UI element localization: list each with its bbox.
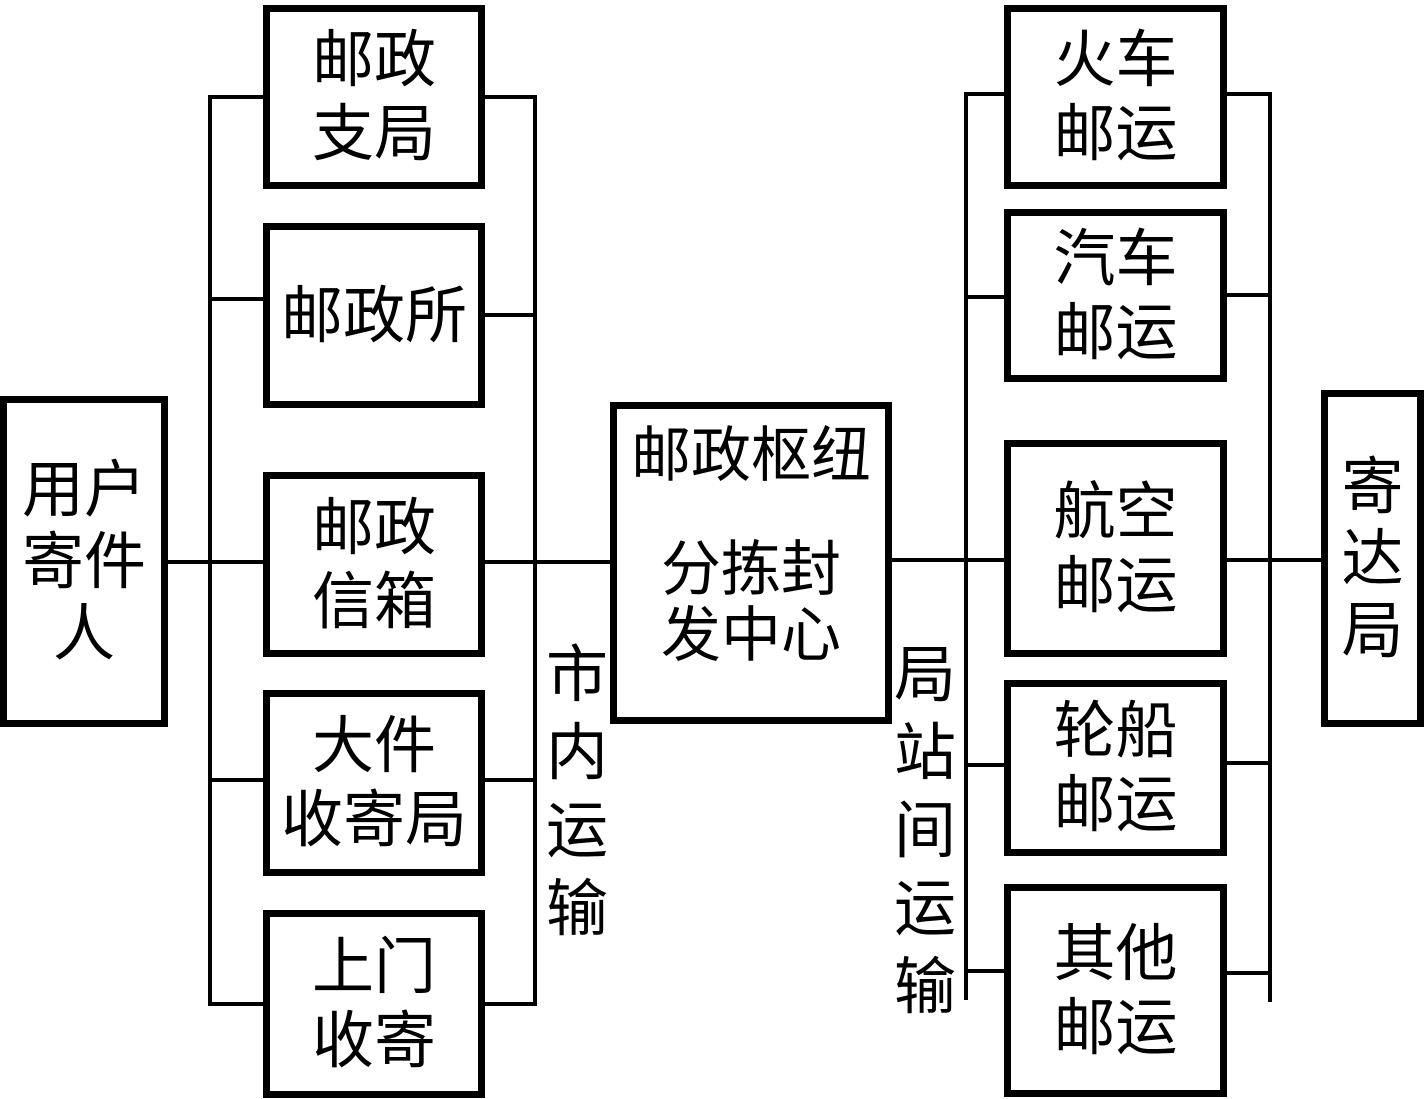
box-label-line: 邮政 (311, 490, 436, 564)
transport-mode-air: 航空 邮运 (1004, 440, 1227, 657)
transport-mode-train: 火车 邮运 (1004, 5, 1227, 189)
bus-right-outputs (1268, 92, 1272, 1002)
connector-left-out-5 (483, 1002, 537, 1006)
connector-right-out-1 (1225, 92, 1272, 96)
transport-mode-truck: 汽车 邮运 (1004, 209, 1227, 382)
hub-subtitle-line: 发中心 (661, 601, 841, 671)
sender-box: 用户 寄件 人 (0, 396, 168, 727)
sender-label-line: 寄件 (21, 524, 146, 598)
connector-air-to-destination (1225, 558, 1325, 562)
connector-right-in-2 (964, 295, 1008, 299)
collection-point-door-pickup: 上门 收寄 (263, 910, 485, 1098)
connector-left-out-4 (483, 778, 537, 782)
destination-label-line: 局 (1341, 593, 1404, 667)
connector-hub-to-air (890, 558, 1008, 562)
intercity-transport-char: 间 (893, 794, 956, 867)
destination-label-line: 达 (1341, 521, 1404, 595)
collection-point-branch-office: 邮政 支局 (263, 5, 485, 189)
box-label-line: 邮运 (1053, 97, 1178, 170)
box-label-line: 邮政所 (280, 278, 467, 352)
box-label-line: 其他 (1053, 916, 1178, 990)
box-label-line: 收寄 (311, 1004, 436, 1077)
box-label-line: 大件 (311, 709, 436, 782)
box-label-line: 支局 (311, 97, 436, 170)
connector-right-in-1 (964, 92, 1008, 96)
connector-right-in-4 (964, 763, 1008, 767)
box-label-line: 收寄局 (280, 783, 467, 856)
intercity-transport-char: 站 (893, 716, 956, 789)
connector-mailbox-to-hub (483, 560, 613, 564)
intercity-transport-char: 局 (893, 638, 956, 711)
intercity-transport-char: 输 (893, 950, 956, 1023)
box-label-line: 轮船 (1053, 694, 1178, 767)
box-label-line: 邮政 (311, 23, 436, 96)
connector-right-out-2 (1225, 293, 1272, 297)
box-label-line: 上门 (311, 930, 436, 1003)
connector-left-out-2 (483, 313, 537, 317)
connector-right-in-5 (964, 969, 1008, 973)
city-transport-char: 市 (545, 638, 608, 711)
hub-title: 邮政枢纽 (631, 421, 871, 491)
intercity-transport-char: 运 (893, 872, 956, 945)
connector-right-out-4 (1225, 761, 1272, 765)
hub-subtitle-line: 分拣封 (661, 535, 841, 605)
bus-left-outputs (533, 95, 537, 1005)
connector-left-branch-1 (208, 95, 266, 99)
connector-right-out-5 (1225, 971, 1272, 975)
city-transport-label: 市 内 运 输 (544, 636, 610, 948)
destination-label-line: 寄 (1341, 449, 1404, 523)
connector-left-out-1 (483, 95, 537, 99)
box-label-line: 邮运 (1053, 548, 1178, 622)
connector-left-branch-4 (208, 778, 266, 782)
box-label-line: 邮运 (1053, 295, 1178, 369)
sender-label-line: 用户 (21, 452, 146, 526)
connector-left-branch-5 (208, 1002, 266, 1006)
bus-right-inputs (964, 92, 968, 1000)
box-label-line: 汽车 (1053, 221, 1178, 295)
connector-left-branch-2 (208, 297, 266, 301)
collection-point-parcel-office: 大件 收寄局 (263, 690, 485, 876)
box-label-line: 信箱 (311, 564, 436, 638)
box-label-line: 邮运 (1053, 768, 1178, 841)
transport-mode-other: 其他 邮运 (1004, 884, 1227, 1097)
box-label-line: 航空 (1053, 474, 1178, 548)
intercity-transport-label: 局 站 间 运 输 (892, 636, 958, 1026)
collection-point-mailbox: 邮政 信箱 (263, 472, 485, 657)
city-transport-char: 输 (545, 872, 608, 945)
bus-left-inputs (208, 95, 212, 1005)
collection-point-post-office: 邮政所 (263, 223, 485, 408)
destination-box: 寄 达 局 (1321, 390, 1424, 727)
box-label-line: 火车 (1053, 23, 1178, 96)
city-transport-char: 内 (545, 716, 608, 789)
box-label-line: 邮运 (1053, 990, 1178, 1064)
transport-mode-ship: 轮船 邮运 (1004, 680, 1227, 856)
city-transport-char: 运 (545, 794, 608, 867)
connector-sender-to-left-bus (167, 560, 267, 564)
hub-box: 邮政枢纽 分拣封 发中心 (610, 402, 892, 724)
sender-label-line: 人 (52, 596, 115, 670)
